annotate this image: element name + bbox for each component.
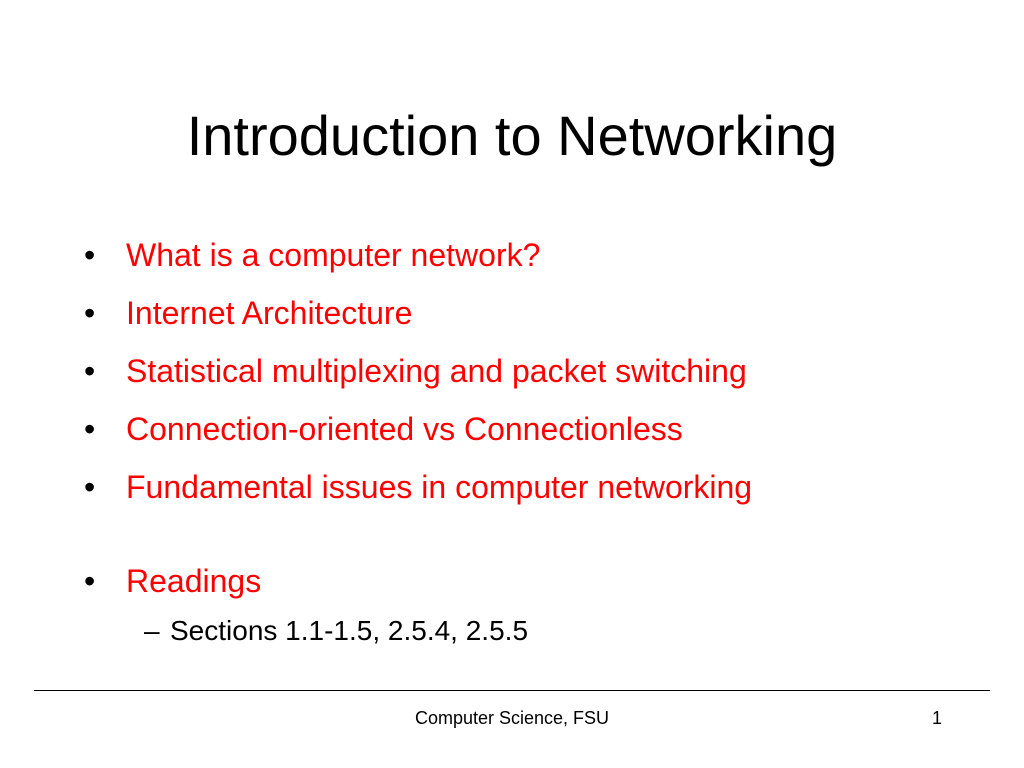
bullet-item-readings: • Readings bbox=[84, 554, 984, 612]
bullet-item: • Connection-oriented vs Connectionless bbox=[84, 402, 984, 460]
bullet-item: • What is a computer network? bbox=[84, 228, 984, 286]
bullet-list: • What is a computer network? • Internet… bbox=[84, 228, 984, 612]
footer-divider bbox=[34, 690, 990, 691]
bullet-icon: • bbox=[84, 295, 96, 331]
footer-text: Computer Science, FSU bbox=[414, 708, 610, 728]
bullet-icon: • bbox=[84, 469, 96, 505]
bullet-text: Internet Architecture bbox=[126, 295, 413, 331]
bullet-text: Connection-oriented vs Connectionless bbox=[126, 411, 683, 447]
slide-title: Introduction to Networking bbox=[186, 104, 838, 167]
bullet-text: Statistical multiplexing and packet swit… bbox=[126, 353, 747, 389]
page-number: 1 bbox=[931, 708, 942, 728]
bullet-icon: • bbox=[84, 353, 96, 389]
bullet-text: What is a computer network? bbox=[126, 237, 541, 273]
dash-icon: – bbox=[144, 615, 160, 646]
bullet-icon: • bbox=[84, 411, 96, 447]
bullet-icon: • bbox=[84, 563, 96, 599]
sub-bullet-text: Sections 1.1-1.5, 2.5.4, 2.5.5 bbox=[170, 615, 529, 646]
bullet-item: • Statistical multiplexing and packet sw… bbox=[84, 344, 984, 402]
bullet-item: • Fundamental issues in computer network… bbox=[84, 460, 984, 518]
bullet-icon: • bbox=[84, 237, 96, 273]
bullet-text: Fundamental issues in computer networkin… bbox=[126, 469, 753, 505]
bullet-text: Readings bbox=[126, 563, 262, 599]
bullet-item: • Internet Architecture bbox=[84, 286, 984, 344]
